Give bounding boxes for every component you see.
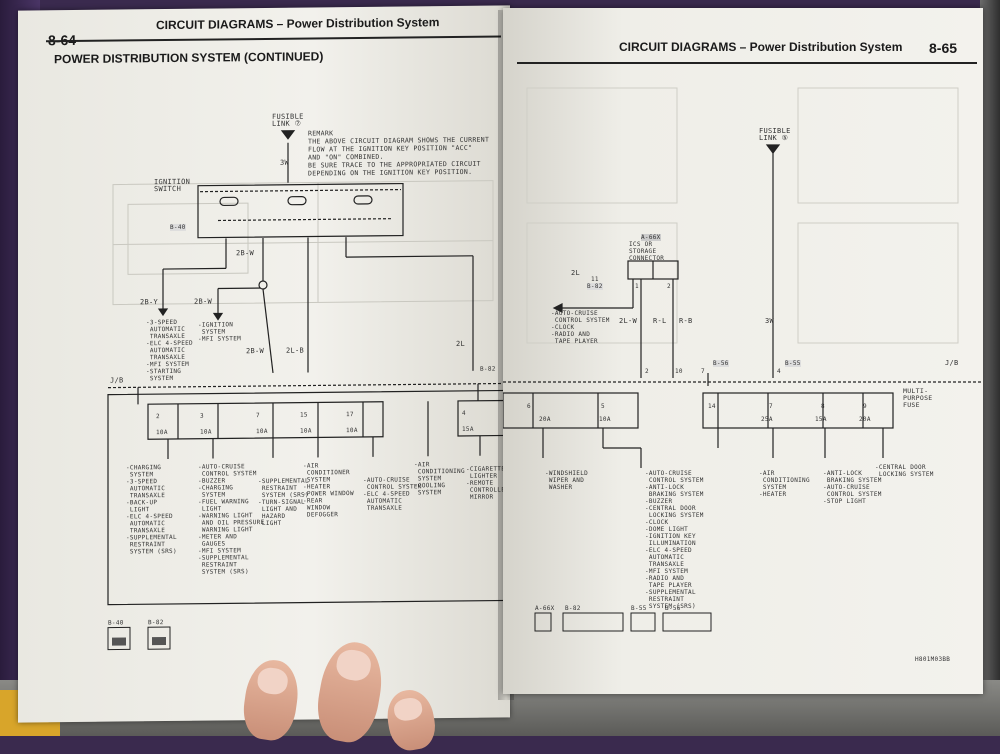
bottom-connector-label-2: B-82 <box>148 619 164 626</box>
ignition-switch-box <box>198 184 403 238</box>
figure-id: H801M03BB <box>915 656 950 663</box>
wire-label-2by: 2B-Y <box>140 299 158 306</box>
right-page: CIRCUIT DIAGRAMS – Power Distribution Sy… <box>503 8 983 694</box>
load-list-2: -AUTO-CRUISE CONTROL SYSTEM -BUZZER -CHA… <box>198 463 265 576</box>
bottom-connector-label-1: B-40 <box>108 619 124 626</box>
fuse-number-r6: 9 <box>863 403 867 410</box>
fuse-rating-2: 10A <box>200 429 212 436</box>
wire-label-2bw-a: 2B-W <box>236 250 254 257</box>
faint-bleed-through-right <box>527 88 958 343</box>
right-circuit-diagram <box>503 8 983 694</box>
wire-label-3w-right: 3W <box>765 318 774 325</box>
wire-label-2lb: 2L-B <box>286 348 304 355</box>
wire-label-2bw-b: 2B-W <box>194 299 212 306</box>
fuse-number-2: 3 <box>200 413 204 420</box>
ignition-loads-2: -IGNITION SYSTEM -MFI SYSTEM <box>198 321 241 342</box>
load-list-3: -SUPPLEMENTAL RESTRAINT SYSTEM (SRS) -TU… <box>258 478 309 528</box>
fuse-number-r4: 7 <box>769 403 773 410</box>
left-page: 8-64 CIRCUIT DIAGRAMS – Power Distributi… <box>18 5 510 722</box>
fuse-rating-r2: 10A <box>599 416 611 423</box>
multi-purpose-fuse-label: MULTI- PURPOSE FUSE <box>903 388 933 409</box>
photo-scene: 8-64 CIRCUIT DIAGRAMS – Power Distributi… <box>0 0 1000 736</box>
pin-1: 1 <box>635 283 639 290</box>
fuse-number-r1: 6 <box>527 403 531 410</box>
load-list-r5: -CENTRAL DOOR LOCKING SYSTEM <box>875 464 934 478</box>
fuse-rating-3: 10A <box>256 428 268 435</box>
fuse-rating-r1: 20A <box>539 416 551 423</box>
faint-bleed-through <box>113 181 493 305</box>
pin-10: 10 <box>675 368 683 375</box>
fuse-number-3: 7 <box>256 412 260 419</box>
left-bottom-connectors <box>108 627 170 650</box>
load-list-r3: -AIR CONDITIONING SYSTEM -HEATER <box>759 470 810 498</box>
wire-label-2l-right: 2L <box>571 270 580 277</box>
load-list-1: -CHARGING SYSTEM -3-SPEED AUTOMATIC TRAN… <box>126 464 177 556</box>
fuse-number-4: 15 <box>300 412 308 419</box>
fusible-link-symbol <box>282 131 294 139</box>
left-circuit-diagram <box>18 5 510 722</box>
junction-block-right <box>503 393 638 428</box>
connector-b55-label: B-55 <box>785 360 801 367</box>
bottom-connector-r1: A-66X <box>535 605 555 612</box>
load-list-5: -AUTO-CRUISE CONTROL SYSTEM -ELC 4-SPEED… <box>363 476 422 512</box>
storage-connector-label: ICS OR STORAGE CONNECTOR <box>629 241 664 262</box>
fuse-number-6: 4 <box>462 410 466 417</box>
bottom-connector-r2: B-82 <box>565 605 581 612</box>
load-list-r4: -ANTI-LOCK BRAKING SYSTEM -AUTO-CRUISE C… <box>823 470 882 505</box>
wire-label-2lw: 2L-W <box>619 318 637 325</box>
fuse-rating-4: 10A <box>300 427 312 434</box>
connector-loads: -AUTO-CRUISE CONTROL SYSTEM -CLOCK -RADI… <box>551 310 610 345</box>
connector-b82-right-label: B-82 <box>587 283 603 290</box>
fuse-number-1: 2 <box>156 413 160 420</box>
fusible-link-right-label: FUSIBLE LINK ⑤ <box>759 128 791 142</box>
pin-11: 11 <box>591 276 599 283</box>
bottom-connector-r4: B-56 <box>665 605 681 612</box>
fuse-number-r2: 5 <box>601 403 605 410</box>
wire-label-2l: 2L <box>456 341 465 348</box>
fuse-rating-r3: 25A <box>761 416 773 423</box>
remark-text: REMARK THE ABOVE CIRCUIT DIAGRAM SHOWS T… <box>308 128 489 178</box>
wire-2bw <box>263 289 273 373</box>
pin-2b: 2 <box>645 368 649 375</box>
wire-label-rl: R-L <box>653 318 667 325</box>
fuse-number-r5: 8 <box>821 403 825 410</box>
connector-b82-label: B-82 <box>480 366 496 373</box>
book-cover-right <box>980 0 1000 736</box>
fuse-number-5: 17 <box>346 411 354 418</box>
fusible-link-label: FUSIBLE LINK ⑦ <box>272 114 304 128</box>
pin-4: 4 <box>777 368 781 375</box>
fuse-number-r3: 14 <box>708 403 716 410</box>
load-list-4: -AIR CONDITIONER SYSTEM -HEATER -POWER W… <box>303 462 354 519</box>
connector-b40-label: B-40 <box>170 224 186 231</box>
fuse-rating-r5: 20A <box>859 416 871 423</box>
connector-a66x-label: A-66X <box>641 234 661 241</box>
fuse-rating-1: 10A <box>156 429 168 436</box>
fuse-rating-6: 15A <box>462 426 474 433</box>
jb-top-line <box>108 383 508 387</box>
ignition-switch-label: IGNITION SWITCH <box>154 179 190 193</box>
load-list-r1: -WINDSHIELD WIPER AND WASHER <box>545 470 588 491</box>
ignition-loads-1: -3-SPEED AUTOMATIC TRANSAXLE -ELC 4-SPEE… <box>146 319 193 382</box>
load-list-6: -AIR CONDITIONING SYSTEM -COOLING SYSTEM <box>414 461 465 497</box>
connector-b56-label: B-56 <box>713 360 729 367</box>
jb-label-right: J/B <box>945 360 959 367</box>
load-list-r2: -AUTO-CRUISE CONTROL SYSTEM -ANTI-LOCK B… <box>645 470 704 610</box>
fuse-rating-5: 10A <box>346 427 358 434</box>
jb-label-left: J/B <box>110 377 124 384</box>
wire-3w: 3W <box>280 160 289 167</box>
wire-label-2bw-c: 2B-W <box>246 348 264 355</box>
pin-2a: 2 <box>667 283 671 290</box>
right-bottom-connectors <box>535 613 711 631</box>
fuse-rating-r4: 15A <box>815 416 827 423</box>
bottom-connector-r3: B-55 <box>631 605 647 612</box>
wire-label-rb: R-B <box>679 318 693 325</box>
pin-7: 7 <box>701 368 705 375</box>
